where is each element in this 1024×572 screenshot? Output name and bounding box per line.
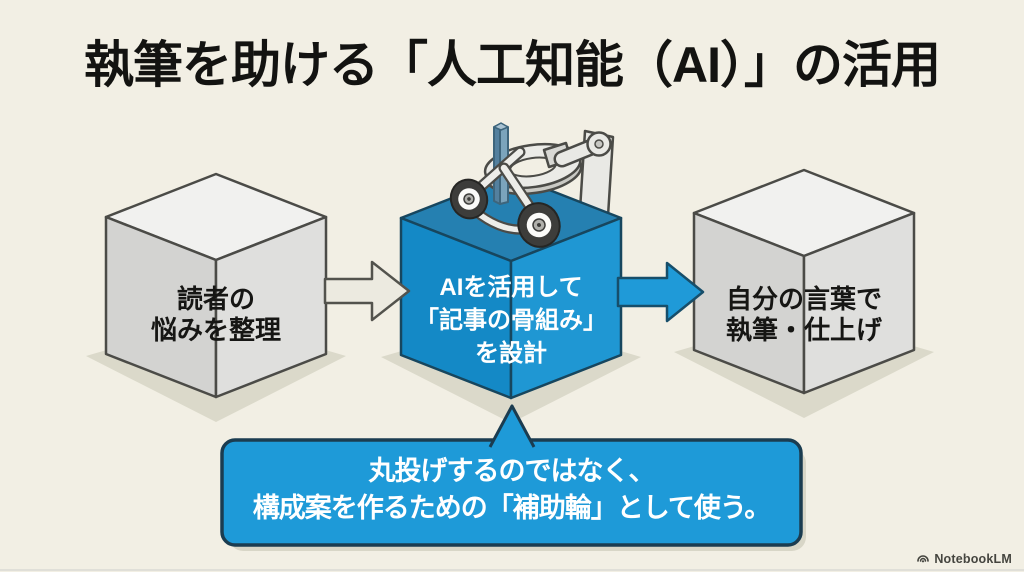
step-2-label-line-2: 「記事の骨組み」 bbox=[415, 307, 607, 334]
step-1-label-line-2: 悩みを整理 bbox=[150, 315, 281, 345]
step-3-label-line-2: 執筆・仕上げ bbox=[725, 315, 882, 345]
cube-step-1 bbox=[104, 172, 328, 399]
callout-line-1: 丸投げするのではなく、 bbox=[368, 456, 656, 486]
step-3-label: 自分の言葉で 執筆・仕上げ bbox=[684, 284, 924, 346]
callout-text: 丸投げするのではなく、 構成案を作るための「補助輪」として使う。 bbox=[222, 453, 801, 527]
callout-line-2: 構成案を作るための「補助輪」として使う。 bbox=[252, 493, 772, 523]
right-wheel bbox=[517, 202, 561, 248]
left-wheel bbox=[449, 178, 489, 220]
step-1-label-line-1: 読者の bbox=[176, 284, 255, 314]
arrow-step2-to-step3 bbox=[616, 261, 705, 323]
step-3-label-line-1: 自分の言葉で bbox=[725, 284, 882, 314]
notebooklm-logo-icon bbox=[917, 555, 930, 563]
slide-title: 執筆を助ける「人工知能（AI）」の活用 bbox=[84, 37, 941, 93]
cube-step-3 bbox=[692, 168, 916, 395]
callout-box bbox=[220, 404, 806, 551]
step-2-label-line-3: を設計 bbox=[475, 340, 547, 367]
watermark: NotebookLM bbox=[916, 550, 1012, 568]
step-2-label: AIを活用して 「記事の骨組み」 を設計 bbox=[386, 271, 636, 370]
bottom-edge-line bbox=[0, 569, 1024, 571]
arrow-step1-to-step2 bbox=[323, 260, 411, 322]
cube-step-2 bbox=[399, 173, 623, 400]
watermark-label: NotebookLM bbox=[934, 552, 1012, 566]
training-wheels-with-robot-arm-icon bbox=[449, 122, 612, 248]
step-2-label-line-1: AIを活用して bbox=[439, 274, 583, 301]
step-1-label: 読者の 悩みを整理 bbox=[96, 284, 336, 346]
